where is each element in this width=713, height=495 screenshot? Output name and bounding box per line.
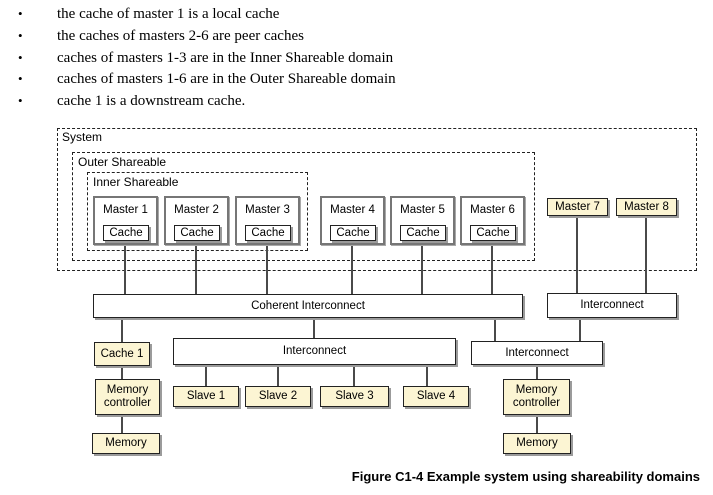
connector-line: [313, 318, 315, 338]
master-3-cache-box: Cache: [245, 225, 291, 241]
connector-line: [494, 318, 496, 341]
bullet-text: the cache of master 1 is a local cache: [57, 6, 280, 22]
interconnect-top-right-box: Interconnect: [547, 293, 677, 318]
connector-line: [351, 240, 353, 294]
bullet-icon: •: [18, 28, 23, 43]
memory-controller-left-box: Memory controller: [95, 379, 160, 415]
master-5-box: Master 5 Cache: [390, 196, 455, 245]
connector-line: [266, 240, 268, 294]
slave-1-box: Slave 1: [173, 386, 239, 407]
connector-line: [195, 240, 197, 294]
master-3-label: Master 3: [245, 204, 290, 216]
bullet-text: the caches of masters 2-6 are peer cache…: [57, 28, 304, 44]
interconnect-middle-box: Interconnect: [173, 338, 456, 365]
inner-shareable-domain-label: Inner Shareable: [93, 175, 179, 189]
slave-4-box: Slave 4: [403, 386, 469, 407]
bullet-icon: •: [18, 71, 23, 86]
master-3-box: Master 3 Cache: [235, 196, 300, 245]
connector-line: [205, 365, 207, 386]
coherent-interconnect-box: Coherent Interconnect: [93, 294, 523, 318]
outer-shareable-domain-box: [72, 152, 535, 261]
connector-line: [353, 365, 355, 386]
connector-line: [277, 365, 279, 386]
slave-2-box: Slave 2: [245, 386, 311, 407]
bullet-text: caches of masters 1-3 are in the Inner S…: [57, 50, 394, 66]
slave-3-box: Slave 3: [320, 386, 389, 407]
connector-line: [536, 365, 538, 379]
memory-left-box: Memory: [92, 433, 160, 454]
system-domain-box: [57, 128, 697, 271]
master-2-cache-box: Cache: [174, 225, 220, 241]
bullet-item: • the cache of master 1 is a local cache: [18, 6, 279, 23]
master-4-cache-box: Cache: [330, 225, 376, 241]
master-6-label: Master 6: [470, 204, 515, 216]
bullet-text: caches of masters 1-6 are in the Outer S…: [57, 71, 396, 87]
master-4-label: Master 4: [330, 204, 375, 216]
interconnect-middle-right-box: Interconnect: [471, 341, 603, 365]
bullet-icon: •: [18, 93, 23, 108]
system-domain-label: System: [62, 130, 103, 144]
bullet-item: • caches of masters 1-3 are in the Inner …: [18, 50, 393, 67]
master-8-box: Master 8: [616, 198, 677, 216]
master-1-box: Master 1 Cache: [93, 196, 158, 245]
connector-line: [121, 318, 123, 342]
master-5-cache-box: Cache: [400, 225, 446, 241]
bullet-text: cache 1 is a downstream cache.: [57, 93, 246, 109]
bullet-icon: •: [18, 50, 23, 65]
master-7-box: Master 7: [547, 198, 608, 216]
memory-controller-right-box: Memory controller: [503, 379, 570, 415]
connector-line: [576, 216, 578, 293]
master-6-cache-box: Cache: [470, 225, 516, 241]
master-6-box: Master 6 Cache: [460, 196, 525, 245]
master-1-label: Master 1: [103, 204, 148, 216]
connector-line: [645, 216, 647, 293]
connector-line: [536, 414, 538, 433]
cache-1-box: Cache 1: [94, 342, 150, 366]
bullet-item: • cache 1 is a downstream cache.: [18, 93, 245, 110]
master-4-box: Master 4 Cache: [320, 196, 385, 245]
master-2-box: Master 2 Cache: [164, 196, 229, 245]
bullet-item: • caches of masters 1-6 are in the Outer …: [18, 71, 396, 88]
master-2-label: Master 2: [174, 204, 219, 216]
figure-caption: Figure C1-4 Example system using shareab…: [351, 469, 700, 484]
connector-line: [579, 318, 581, 341]
inner-shareable-domain-box: [87, 172, 308, 251]
connector-line: [491, 240, 493, 294]
master-1-cache-box: Cache: [103, 225, 149, 241]
connector-line: [421, 240, 423, 294]
bullet-item: • the caches of masters 2-6 are peer cach…: [18, 28, 304, 45]
connector-line: [124, 240, 126, 294]
memory-right-box: Memory: [503, 433, 571, 454]
outer-shareable-domain-label: Outer Shareable: [78, 155, 167, 169]
connector-line: [426, 365, 428, 386]
bullet-icon: •: [18, 6, 23, 21]
connector-line: [121, 366, 123, 380]
master-5-label: Master 5: [400, 204, 445, 216]
connector-line: [121, 414, 123, 433]
